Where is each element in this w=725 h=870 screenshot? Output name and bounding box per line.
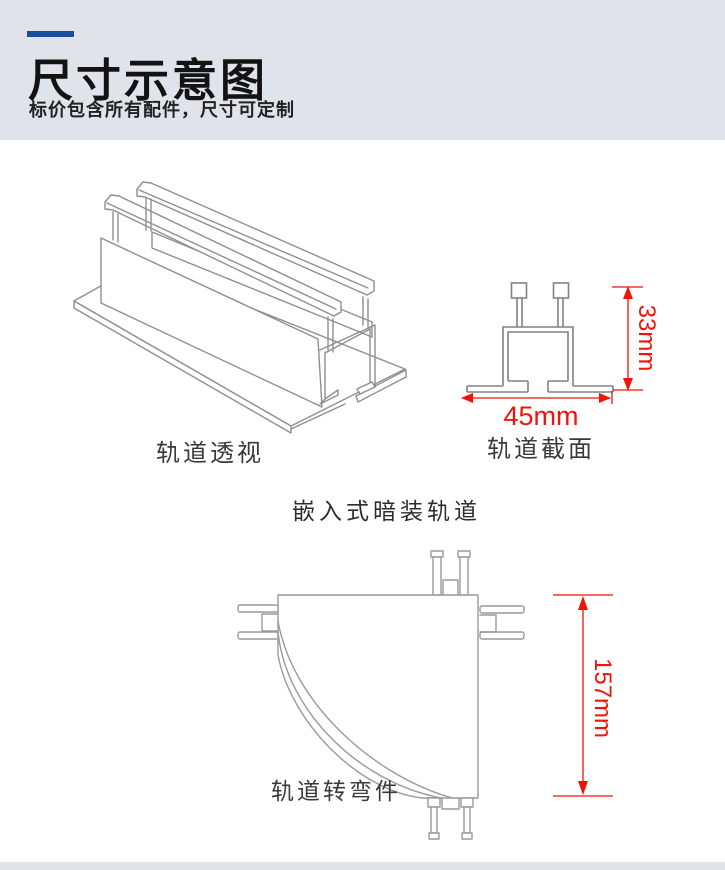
footer-band <box>0 862 725 870</box>
section-drawing <box>466 282 614 393</box>
accent-dash <box>27 31 74 37</box>
corner-piece-drawing <box>237 550 525 840</box>
caption-track-section: 轨道截面 <box>487 436 595 463</box>
page-subtitle: 标价包含所有配件，尺寸可定制 <box>29 100 295 120</box>
dimension-annotations <box>461 286 643 797</box>
page-title: 尺寸示意图 <box>28 55 269 106</box>
header-band: 尺寸示意图 标价包含所有配件，尺寸可定制 <box>0 0 725 140</box>
dimension-label-corner-157mm: 157mm <box>589 658 616 739</box>
perspective-track-drawing <box>73 181 407 434</box>
caption-recessed-track: 嵌入式暗装轨道 <box>292 498 481 524</box>
caption-track-perspective: 轨道透视 <box>156 440 264 467</box>
dimension-label-height-33mm: 33mm <box>633 304 660 372</box>
dimension-label-width-45mm: 45mm <box>503 401 579 431</box>
caption-corner-piece: 轨道转弯件 <box>271 778 401 804</box>
